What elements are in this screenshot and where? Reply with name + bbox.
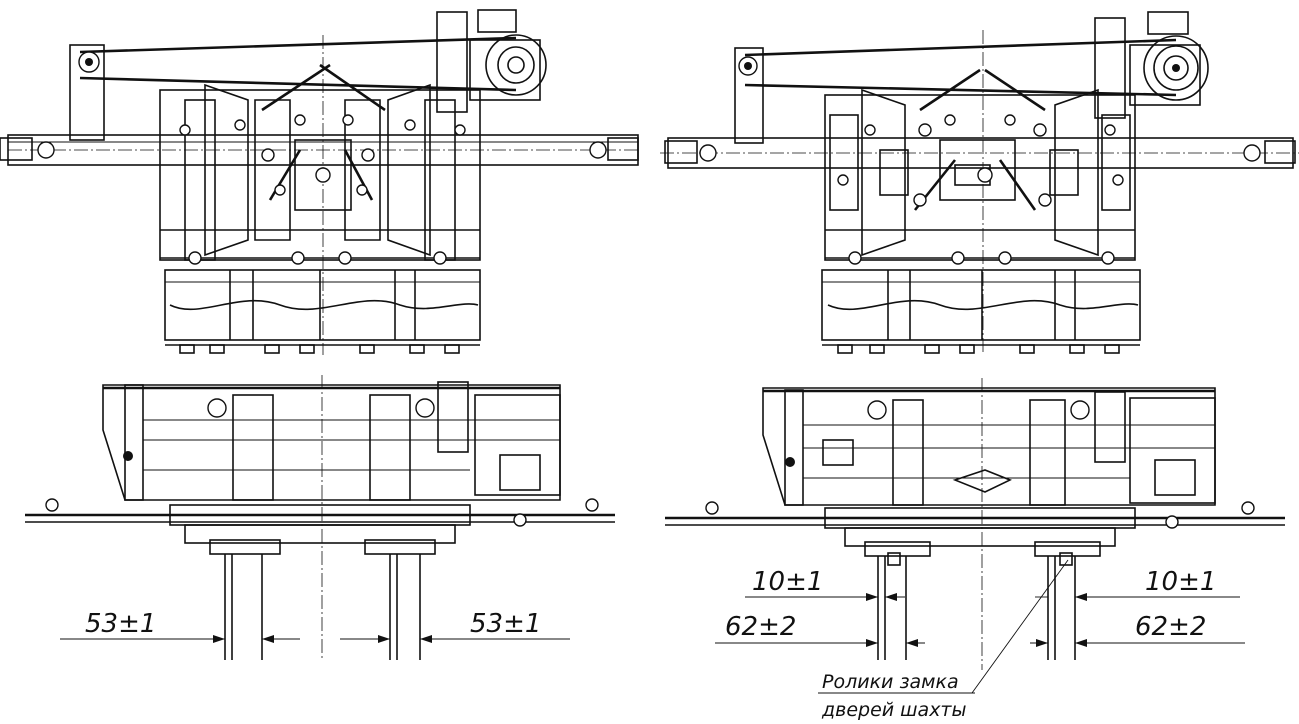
right-dimension-left-bottom: 62±2 — [725, 612, 796, 642]
right-top-view — [660, 11, 1299, 355]
callout-label-line1: Ролики замка — [822, 671, 959, 693]
left-dimension-right: 53±1 — [470, 609, 541, 639]
left-top-view — [0, 9, 640, 355]
right-dimension-left-top: 10±1 — [752, 567, 823, 597]
right-front-view — [665, 378, 1285, 694]
right-dimension-right-bottom: 62±2 — [1135, 612, 1206, 642]
right-dimension-right-top: 10±1 — [1145, 567, 1216, 597]
left-front-view — [25, 375, 615, 660]
callout-label-line2: дверей шахты — [821, 699, 967, 721]
left-dimension-left: 53±1 — [85, 609, 156, 639]
